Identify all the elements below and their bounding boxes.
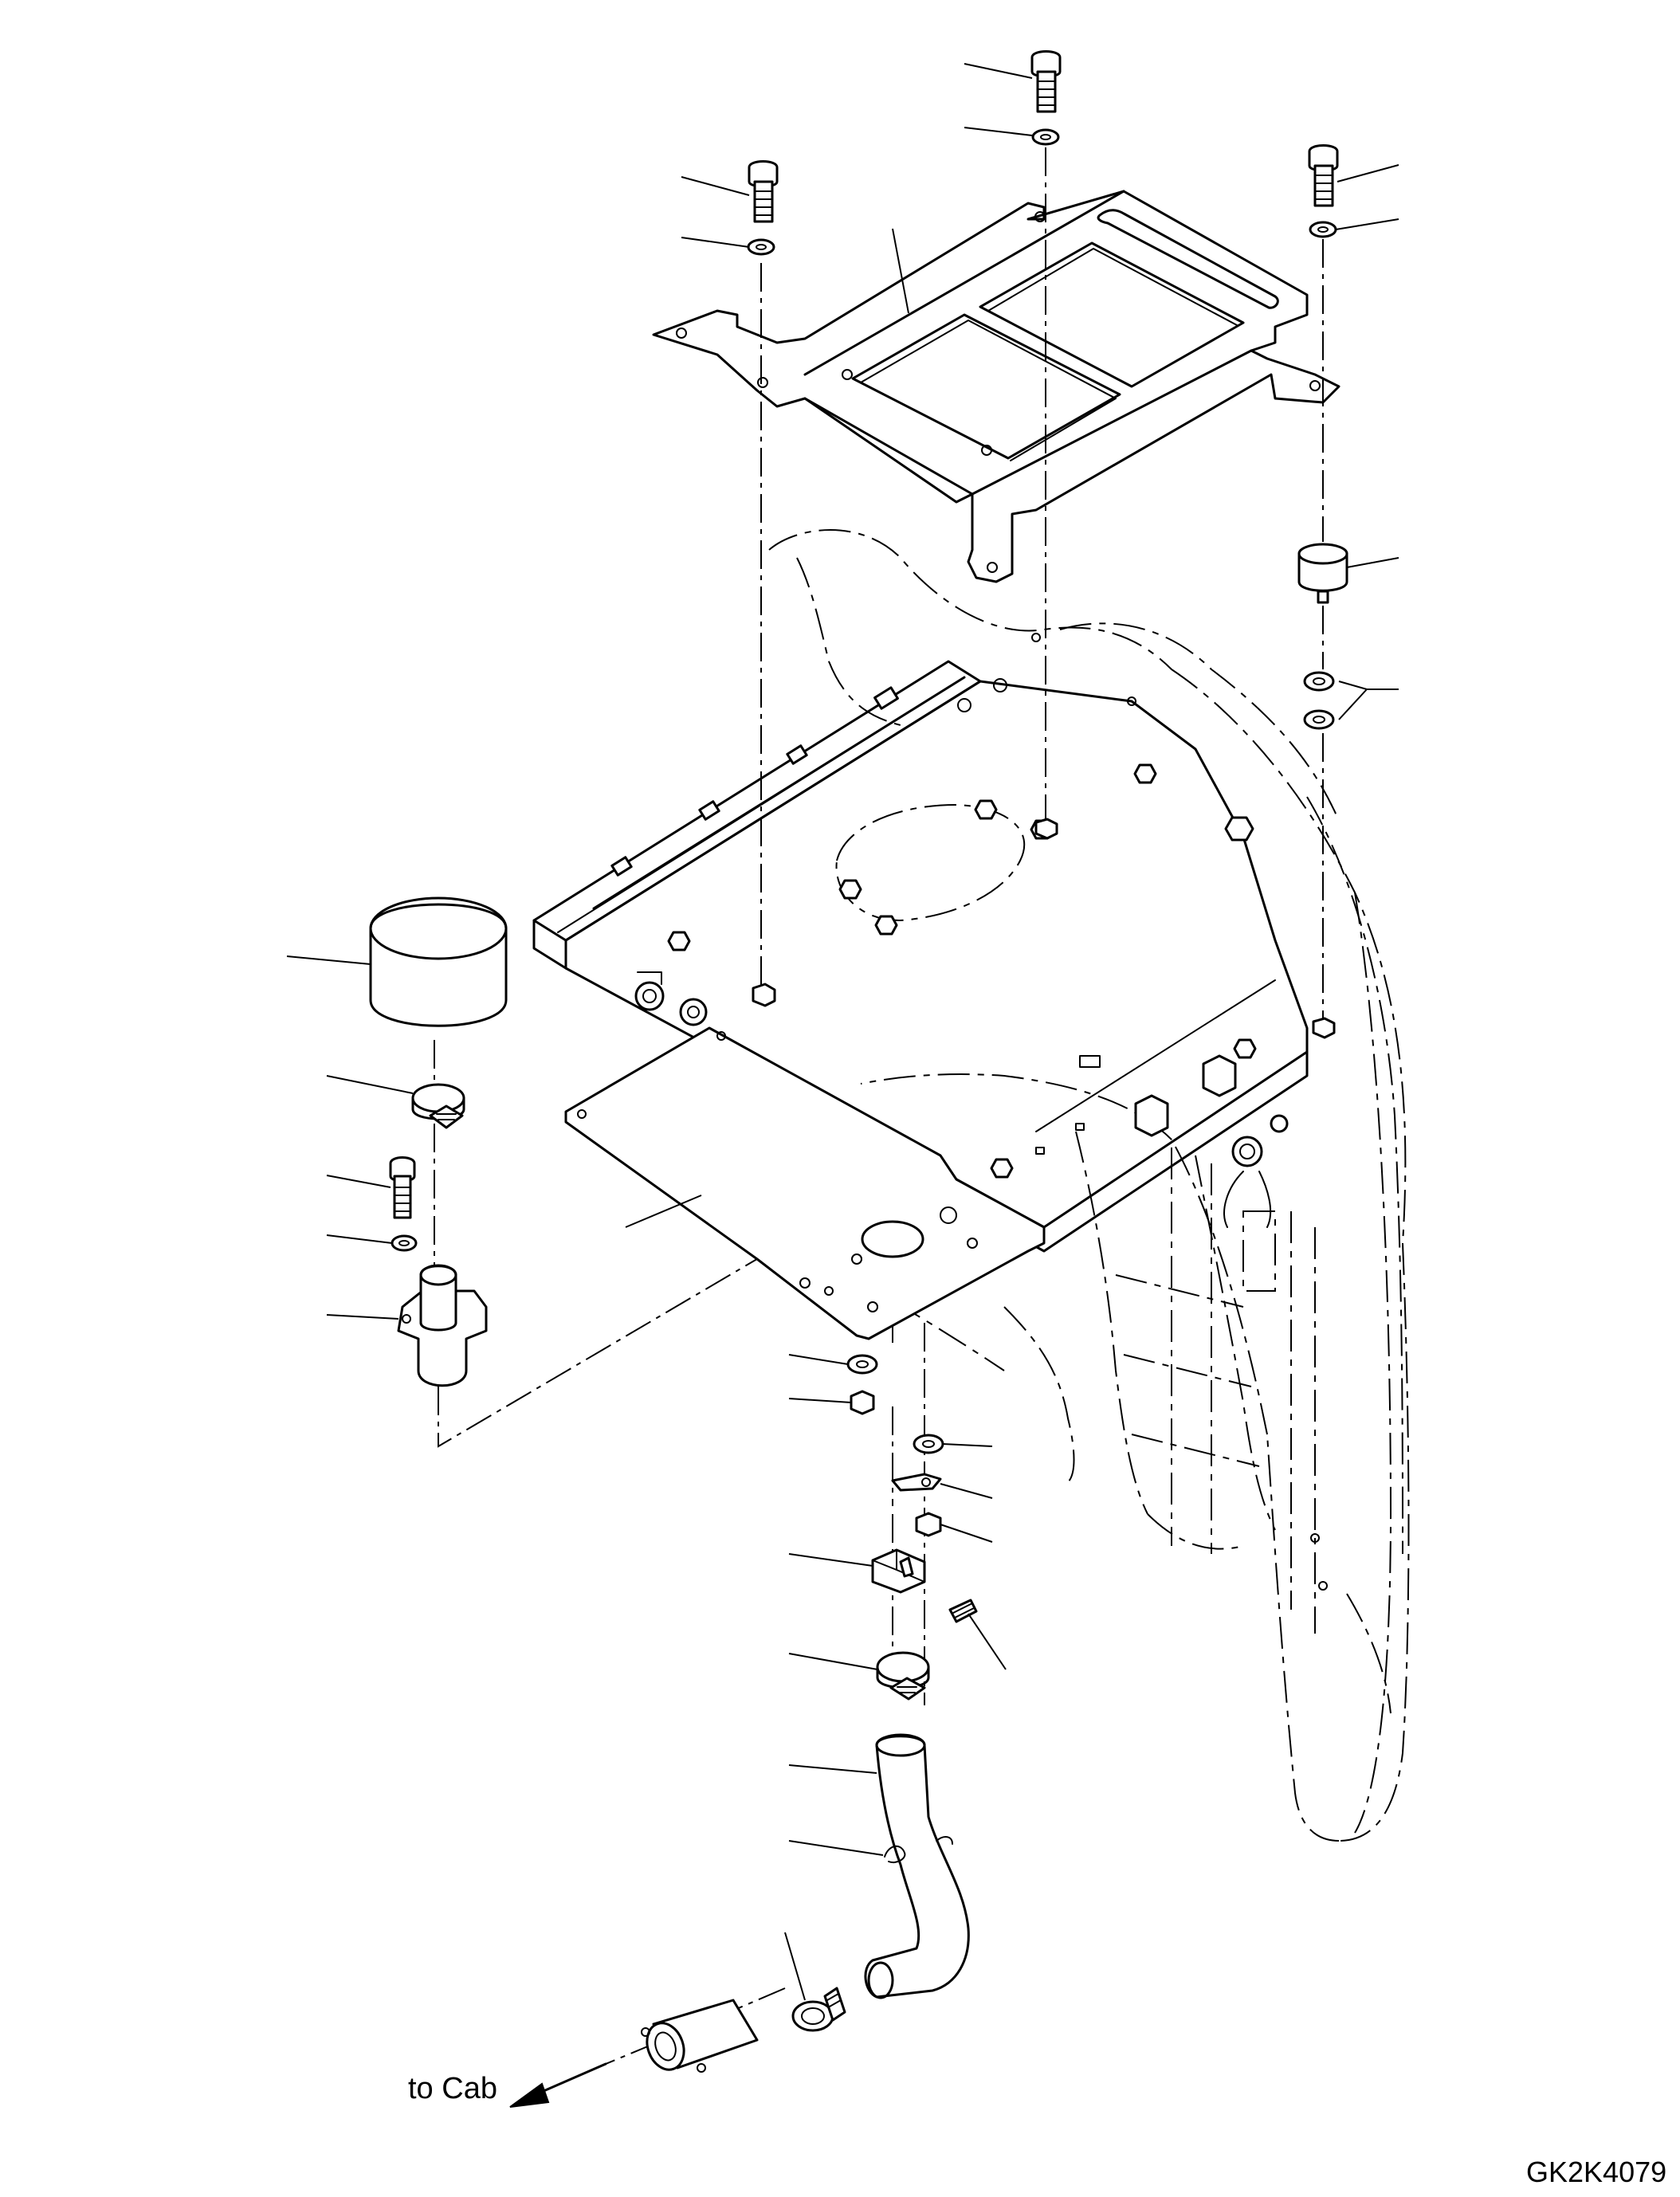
nut-left <box>752 983 776 1007</box>
nut-right-stack <box>915 1512 942 1537</box>
washer-right-stack <box>913 1434 944 1454</box>
washer-under-cover <box>846 1354 878 1375</box>
cable-tie <box>948 1599 978 1623</box>
to-cab-label: to Cab <box>408 2072 497 2105</box>
top-washer-center <box>1031 128 1060 146</box>
top-washer-left <box>747 238 775 256</box>
duct-adapter <box>397 1264 488 1387</box>
air-filter-element <box>369 896 508 1027</box>
seat-mount-bracket <box>652 190 1340 583</box>
duct-hose <box>864 1733 970 1999</box>
leader-lines <box>286 63 1399 2001</box>
spacer-washers <box>1303 671 1335 730</box>
mounting-bolt-left <box>389 1156 416 1219</box>
top-bolt-left <box>748 160 779 223</box>
washer-left-lower <box>391 1234 418 1252</box>
drawing-number: GK2K4079 <box>1526 2156 1667 2188</box>
to-cab-arrow <box>509 2062 607 2108</box>
floor-cover-plate <box>564 1026 1046 1340</box>
nut-right <box>1312 1017 1336 1039</box>
nut-under-cover <box>850 1390 875 1415</box>
nut-center <box>1034 818 1058 840</box>
top-bolt-center <box>1030 50 1062 113</box>
hose-clamp-lower <box>876 1651 930 1701</box>
rubber-mount <box>1297 543 1348 604</box>
hose-clamp-bottom <box>791 1987 846 2032</box>
top-washer-right <box>1309 221 1337 238</box>
top-bolt-right <box>1308 144 1339 207</box>
hose-clamp-upper <box>411 1083 465 1129</box>
cab-duct-outlet <box>641 1999 759 2073</box>
clip-bracket <box>891 1473 942 1492</box>
clamp-block <box>871 1548 926 1594</box>
